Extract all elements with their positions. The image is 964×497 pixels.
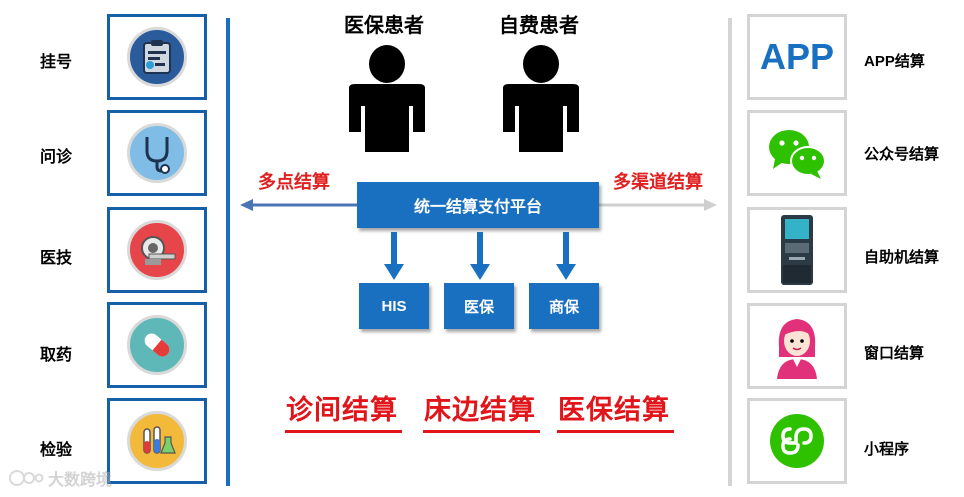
left-arrow (240, 198, 358, 212)
left-item-medical-tech (107, 207, 207, 293)
mini-program-icon (767, 411, 827, 471)
right-item-app: APP (747, 14, 847, 100)
right-item-official-account (747, 110, 847, 196)
bedside-settlement-underline (423, 430, 540, 433)
left-item-label-registration: 挂号 (40, 48, 72, 72)
right-item-label-kiosk: 自助机结算 (864, 246, 939, 267)
left-item-registration (107, 14, 207, 100)
insured-patient-label: 医保患者 (344, 9, 424, 38)
left-divider (226, 18, 230, 486)
watermark-text: 大数跨境 (48, 466, 112, 490)
left-item-label-lab-test: 检验 (40, 436, 72, 460)
clinic-settlement: 诊间结算 (286, 388, 398, 427)
insured-patient-person-icon (343, 44, 431, 152)
down-arrow-his (384, 232, 404, 280)
bedside-settlement: 床边结算 (424, 388, 536, 427)
watermark: 大数跨境 (8, 466, 112, 490)
down-arrow-commercial (556, 232, 576, 280)
multi-channel-settlement-label: 多渠道结算 (613, 168, 703, 194)
commercial-insurance-box: 商保 (529, 283, 599, 329)
left-item-lab-test (107, 398, 207, 484)
left-item-label-medical-tech: 医技 (40, 244, 72, 268)
kiosk-icon (775, 213, 819, 287)
left-item-label-medicine: 取药 (40, 341, 72, 365)
right-item-label-official-account: 公众号结算 (864, 143, 939, 164)
right-divider (728, 18, 732, 486)
test-tube-icon (127, 411, 187, 471)
self-pay-patient-person-icon (497, 44, 585, 152)
down-arrow-insurance (470, 232, 490, 280)
right-arrow (599, 198, 717, 212)
ct-scanner-icon (127, 220, 187, 280)
registration-icon (127, 27, 187, 87)
cashier-woman-icon (773, 313, 821, 379)
unified-payment-platform: 统一结算支付平台 (357, 182, 599, 228)
medical-insurance-box: 医保 (444, 283, 514, 329)
right-item-kiosk (747, 207, 847, 293)
app-text-icon: APP (760, 36, 834, 78)
watermark-logo-icon (8, 467, 44, 489)
insurance-settlement-underline (557, 430, 674, 433)
right-item-mini-program (747, 398, 847, 484)
clinic-settlement-underline (285, 430, 402, 433)
self-pay-patient-label: 自费患者 (499, 9, 579, 38)
right-item-label-mini-program: 小程序 (864, 438, 909, 459)
wechat-icon (765, 125, 829, 181)
right-item-label-app: APP结算 (864, 50, 925, 71)
stethoscope-icon (127, 123, 187, 183)
right-item-window (747, 303, 847, 389)
left-item-label-consultation: 问诊 (40, 143, 72, 167)
multi-point-settlement-label: 多点结算 (258, 168, 330, 194)
his-box: HIS (359, 283, 429, 329)
right-item-label-window: 窗口结算 (864, 342, 924, 363)
left-item-consultation (107, 110, 207, 196)
left-item-medicine (107, 302, 207, 388)
pill-icon (127, 315, 187, 375)
insurance-settlement: 医保结算 (558, 388, 670, 427)
